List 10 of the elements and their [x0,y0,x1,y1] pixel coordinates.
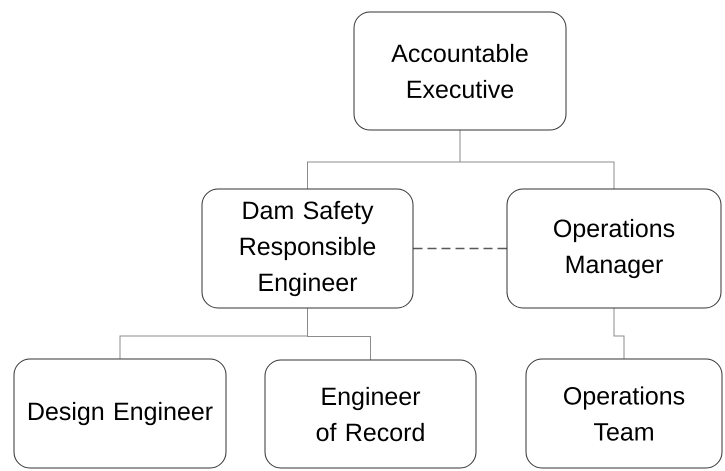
role-box: Accountable Executive [354,12,566,130]
role-box: Design Engineer [14,358,226,468]
connector-line [614,308,624,359]
connector-line [307,308,371,360]
connector-line [414,248,506,250]
role-box: Dam Safety Responsible Engineer [202,188,414,308]
role-box: Operations Manager [506,188,722,308]
role-box: Operations Team [526,358,722,468]
connector-line [460,130,614,189]
role-box: Engineer of Record [264,360,476,468]
